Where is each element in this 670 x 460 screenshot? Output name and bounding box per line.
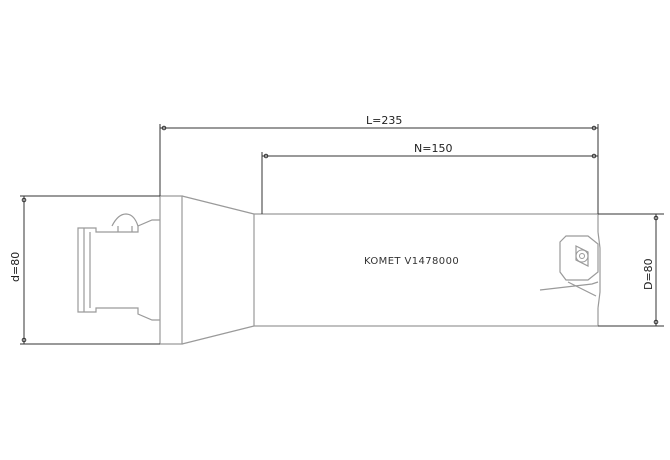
insert-screw	[575, 249, 589, 263]
cutting-insert	[575, 245, 589, 267]
shank-diameter-label: d=80	[9, 252, 22, 282]
overall-length-label: L=235	[366, 114, 402, 127]
clamping-tab	[111, 213, 139, 227]
flange	[159, 195, 183, 345]
head-end	[597, 214, 601, 326]
clamping-tab-lower	[117, 226, 133, 232]
bore-diameter-label: D=80	[642, 258, 655, 290]
tool-marking: KOMET V1478000	[364, 256, 459, 267]
insert-seat	[567, 281, 597, 297]
chip-flute	[539, 281, 599, 291]
main-bar	[253, 213, 598, 327]
effective-length-label: N=150	[414, 142, 452, 155]
insert-pocket	[559, 235, 599, 281]
tapered-neck	[181, 195, 255, 345]
tool-outline	[77, 195, 601, 345]
shank-groove	[83, 228, 91, 312]
dimension-lines	[20, 124, 664, 345]
shank-body	[77, 219, 160, 321]
